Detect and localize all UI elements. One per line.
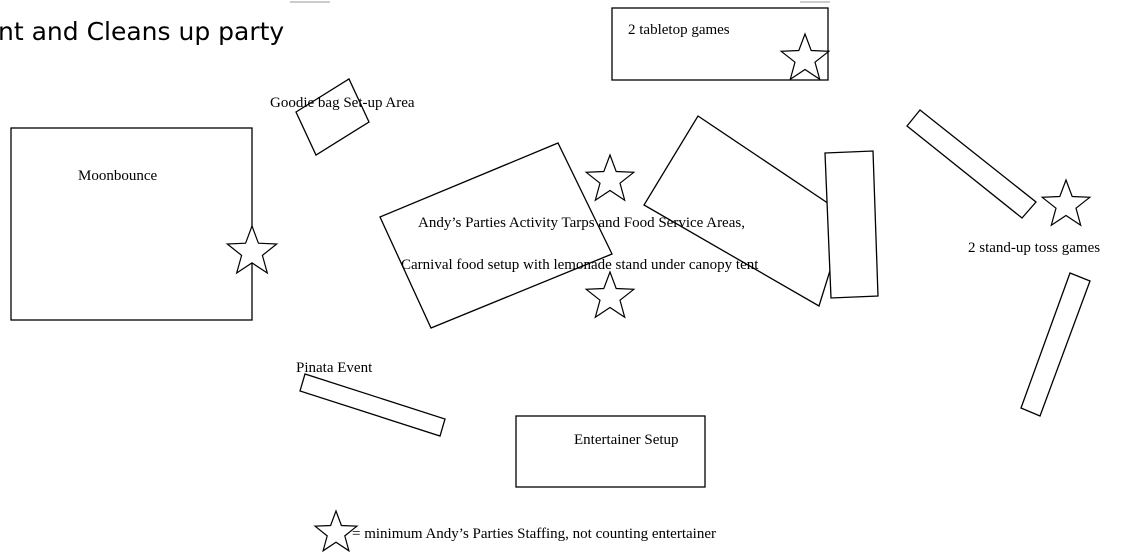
legend-text: = minimum Andy’s Parties Staffing, not c… [352,526,716,542]
tarp-top-star-icon [584,153,636,202]
toss-game-bar-upper [906,109,1037,219]
carnival-food-label: Carnival food setup with lemonade stand … [401,257,759,273]
toss-game-bar-lower [1020,272,1091,417]
activity-tarp-right [643,115,848,307]
goodie-bag-label: Goodie bag Set-up Area [270,95,415,111]
tarp-bottom-star-icon [584,270,636,319]
moonbounce-label: Moonbounce [78,168,157,184]
header-fragment: nt and Cleans up party [0,17,284,46]
tabletop-games-area [611,7,829,81]
toss-games-star-icon [1040,178,1092,227]
pinata-label: Pinata Event [296,360,373,376]
tabletop-games-label: 2 tabletop games [628,22,730,38]
activity-tarp-left [379,142,613,329]
pinata-area [299,373,446,437]
entertainer-area [515,415,706,488]
moonbounce-star-icon [225,224,279,275]
entertainer-label: Entertainer Setup [574,432,679,448]
serving-table-area [824,150,879,299]
tabletop-star-icon [779,32,831,81]
moonbounce-area [10,127,253,321]
toss-games-label: 2 stand-up toss games [968,240,1100,256]
activity-tarps-label: Andy’s Parties Activity Tarps and Food S… [418,215,745,231]
legend-star-icon [313,509,359,553]
goodie-bag-area [295,78,370,156]
